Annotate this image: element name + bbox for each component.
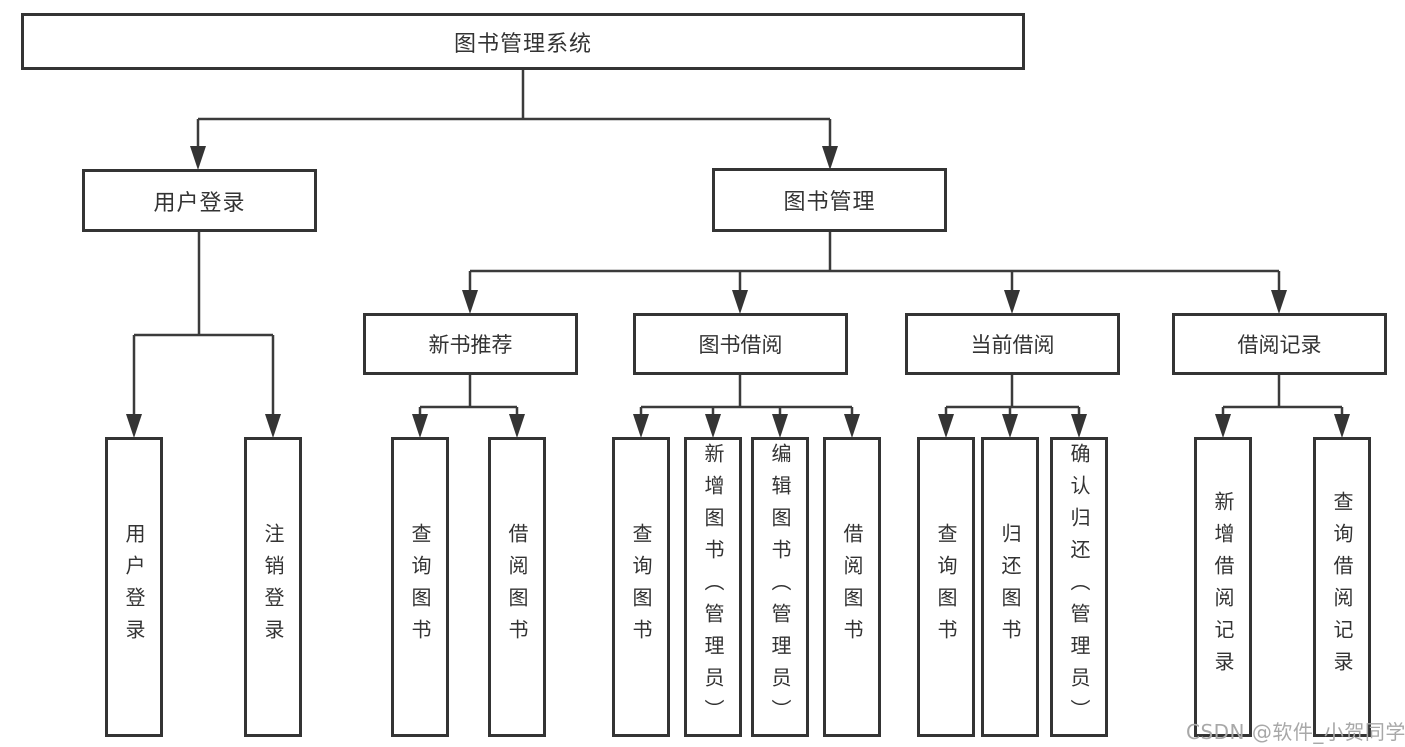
leaf-label: 查询借阅记录 — [1330, 491, 1354, 683]
leaf-label: 借阅图书 — [505, 523, 529, 651]
watermark: CSDN @软件_小贺同学 — [1186, 720, 1405, 744]
arrowhead-icon — [412, 414, 428, 438]
node-new-book-recommend: 新书推荐 — [363, 313, 578, 375]
node-user-login: 用户登录 — [82, 169, 317, 232]
arrowhead-icon — [772, 414, 788, 438]
edges-root-to-level2 — [190, 70, 838, 170]
leaf-label: 查询图书 — [934, 523, 958, 651]
node-root: 图书管理系统 — [21, 13, 1025, 70]
leaf-label: 注销登录 — [261, 523, 285, 651]
connector-line — [132, 232, 275, 416]
arrowhead-icon — [265, 414, 281, 438]
leaf-bb-add-books-admin: 新增图书（管理员） — [684, 437, 742, 737]
arrowhead-icon — [732, 290, 748, 314]
arrowhead-icon — [462, 290, 478, 314]
leaf-label: 用户登录 — [122, 523, 146, 651]
leaf-cb-query-books: 查询图书 — [917, 437, 975, 737]
edges-book-management-to-level3 — [462, 232, 1287, 314]
connector-line — [1221, 375, 1344, 416]
connector-line — [196, 70, 832, 148]
leaf-cb-confirm-return-admin: 确认归还（管理员） — [1050, 437, 1108, 737]
arrowhead-icon — [822, 146, 838, 170]
leaf-nb-borrow-books: 借阅图书 — [488, 437, 546, 737]
arrowhead-icon — [1002, 414, 1018, 438]
arrowhead-icon — [1004, 290, 1020, 314]
arrowhead-icon — [1071, 414, 1087, 438]
node-book-management: 图书管理 — [712, 168, 947, 232]
leaf-label: 归还图书 — [998, 523, 1022, 651]
arrowhead-icon — [126, 414, 142, 438]
arrowhead-icon — [190, 146, 206, 170]
leaf-label: 确认归还（管理员） — [1067, 443, 1091, 731]
edges-user-login-to-leaves — [126, 232, 281, 438]
leaf-bb-edit-books-admin: 编辑图书（管理员） — [751, 437, 809, 737]
leaf-br-add-record: 新增借阅记录 — [1194, 437, 1252, 737]
leaf-label: 编辑图书（管理员） — [768, 443, 792, 731]
edges-current-borrow-to-leaves — [938, 375, 1087, 438]
edges-borrow-records-to-leaves — [1215, 375, 1350, 438]
connector-line — [944, 375, 1081, 416]
leaf-nb-query-books: 查询图书 — [391, 437, 449, 737]
edges-new-book-recommend-to-leaves — [412, 375, 525, 438]
edges-book-borrow-to-leaves — [633, 375, 860, 438]
leaf-cb-return-books: 归还图书 — [981, 437, 1039, 737]
arrowhead-icon — [844, 414, 860, 438]
arrowhead-icon — [1215, 414, 1231, 438]
connector-line — [468, 232, 1281, 292]
connector-line — [639, 375, 854, 416]
arrowhead-icon — [1334, 414, 1350, 438]
arrowhead-icon — [705, 414, 721, 438]
leaf-label: 查询图书 — [408, 523, 432, 651]
node-book-borrow: 图书借阅 — [633, 313, 848, 375]
leaf-label: 新增借阅记录 — [1211, 491, 1235, 683]
arrowhead-icon — [633, 414, 649, 438]
leaf-label: 借阅图书 — [840, 523, 864, 651]
leaf-bb-query-books: 查询图书 — [612, 437, 670, 737]
arrowhead-icon — [938, 414, 954, 438]
connector-line — [418, 375, 519, 416]
node-current-borrow: 当前借阅 — [905, 313, 1120, 375]
leaf-logout: 注销登录 — [244, 437, 302, 737]
leaf-label: 查询图书 — [629, 523, 653, 651]
node-borrow-records: 借阅记录 — [1172, 313, 1387, 375]
leaf-br-query-record: 查询借阅记录 — [1313, 437, 1371, 737]
arrowhead-icon — [1271, 290, 1287, 314]
leaf-bb-borrow-books: 借阅图书 — [823, 437, 881, 737]
arrowhead-icon — [509, 414, 525, 438]
leaf-user-login: 用户登录 — [105, 437, 163, 737]
leaf-label: 新增图书（管理员） — [701, 443, 725, 731]
